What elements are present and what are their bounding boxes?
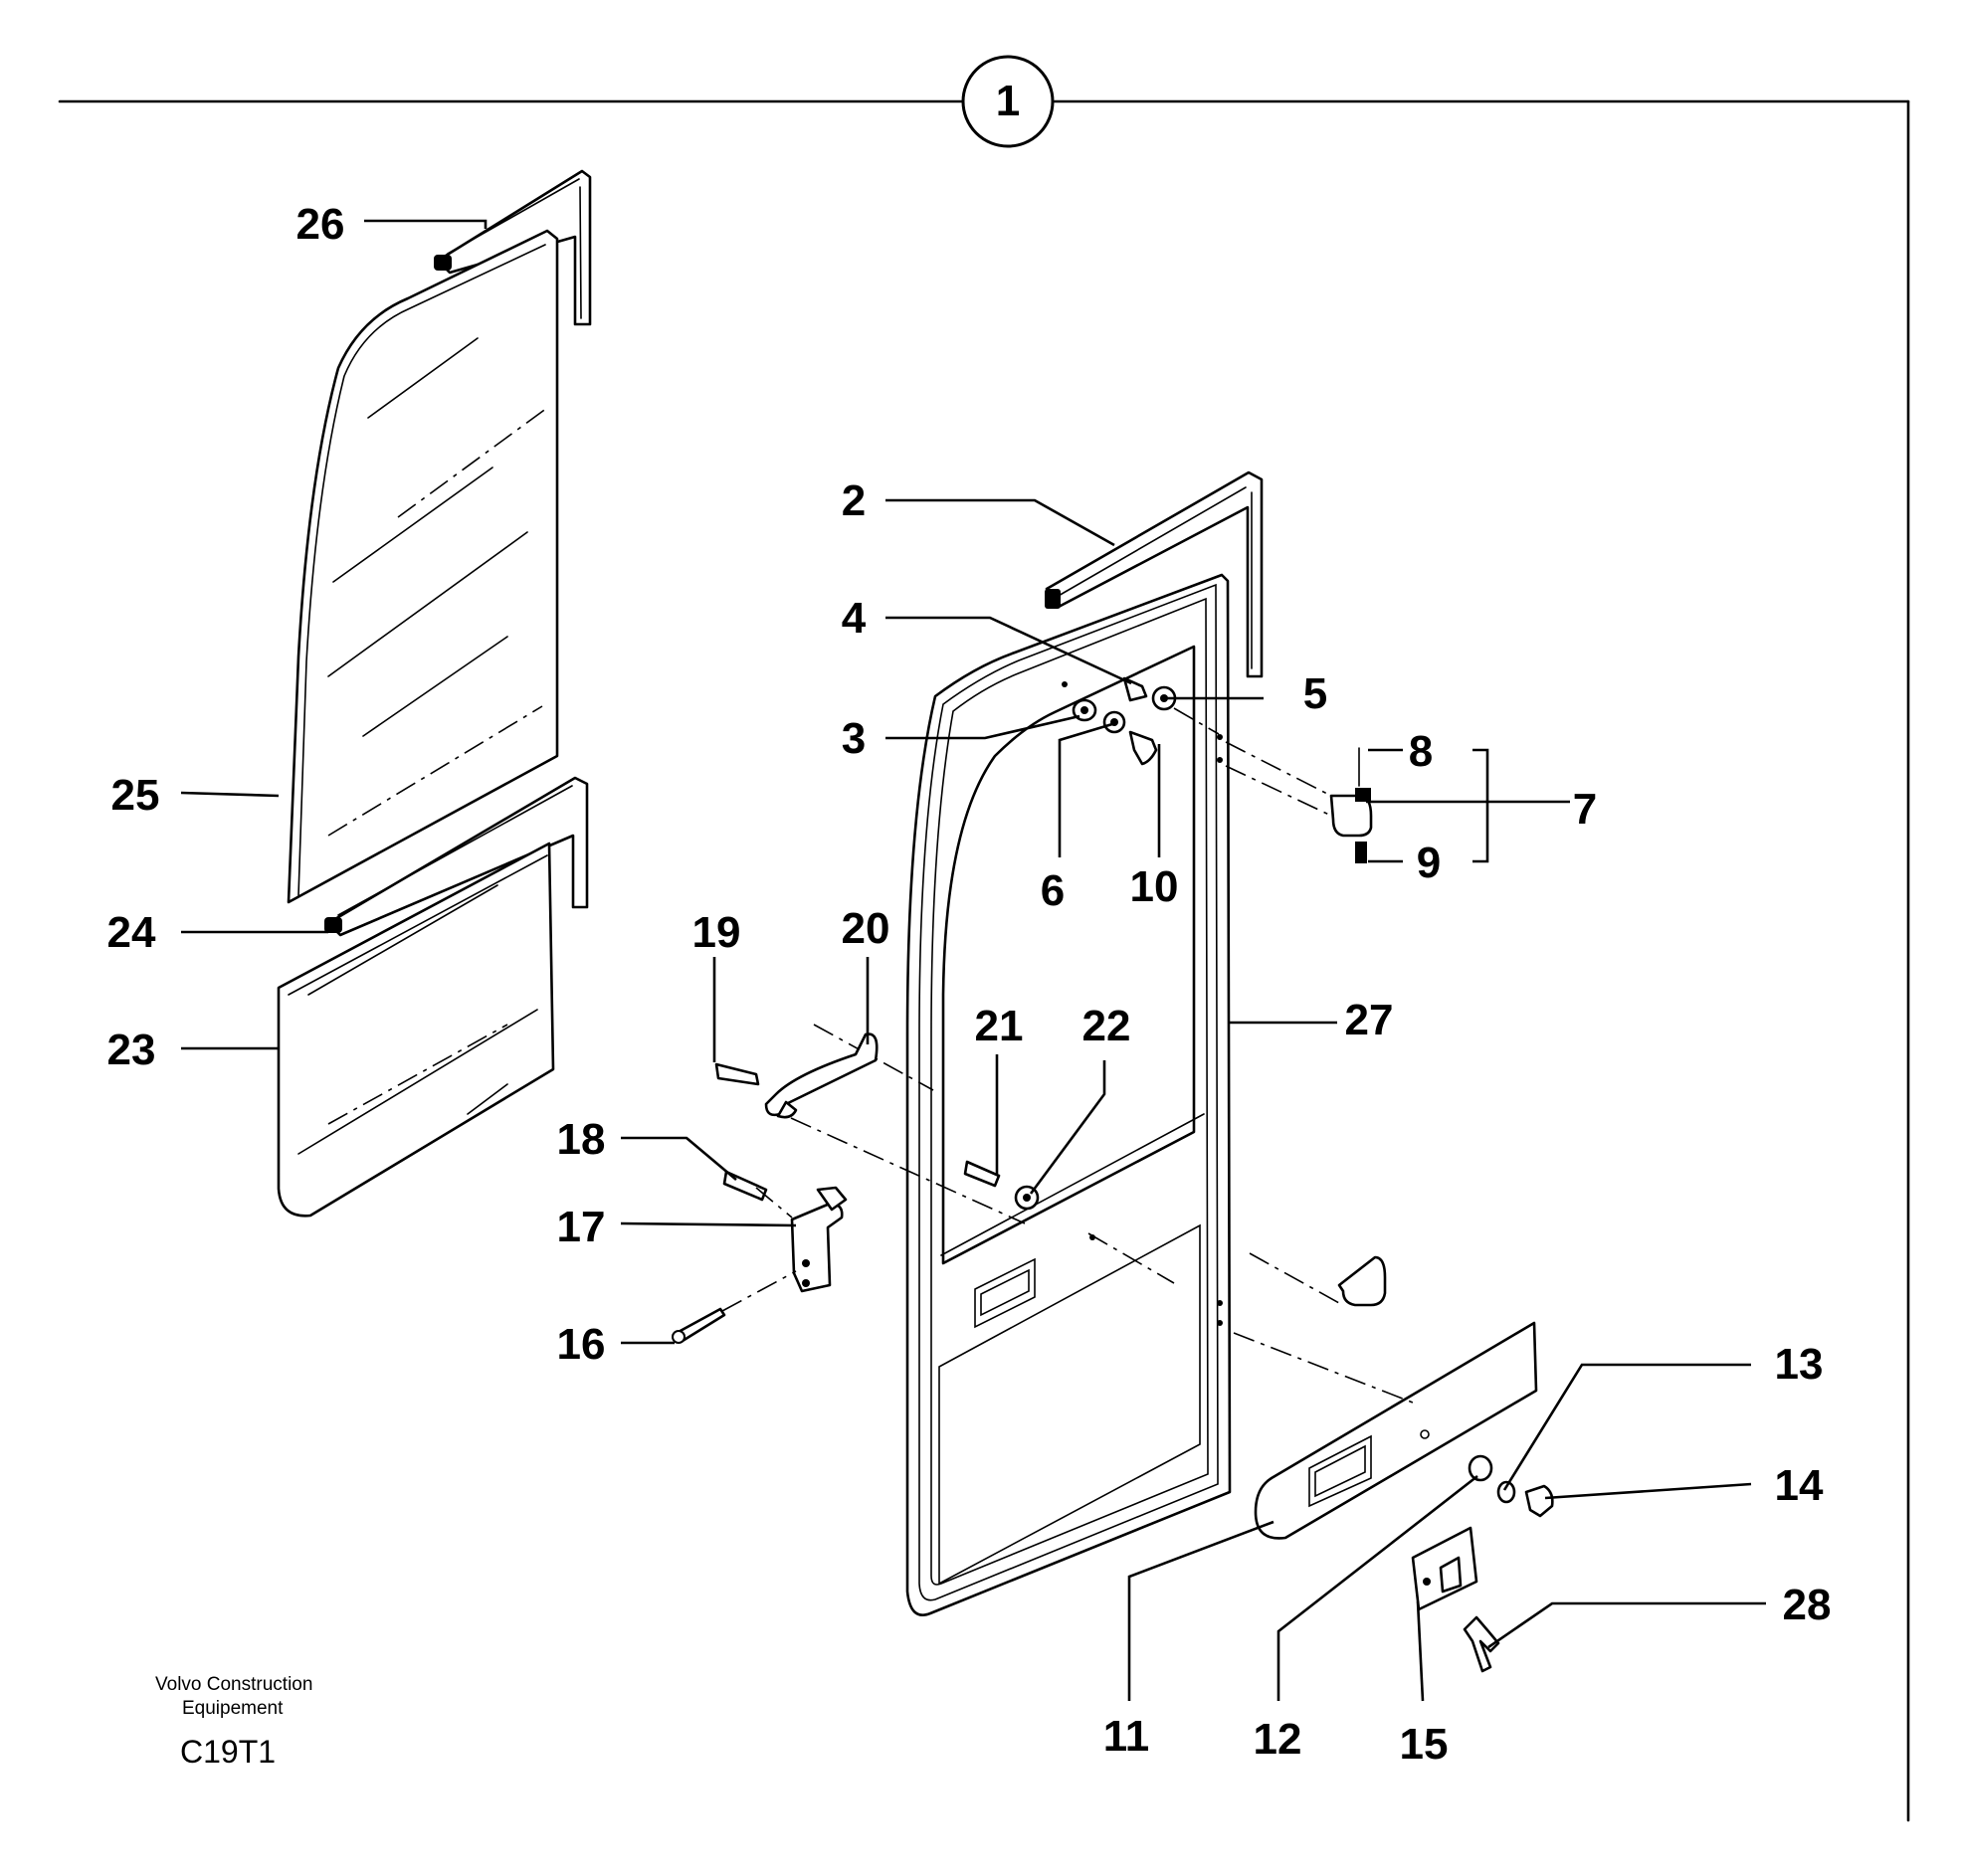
callout-8: 8 [1409, 727, 1433, 776]
callout-4: 4 [842, 594, 867, 643]
brand-line-2: Equipement [182, 1698, 284, 1719]
callout-20: 20 [842, 904, 890, 953]
striker-hardware [963, 1160, 1040, 1211]
callout-18: 18 [557, 1115, 606, 1164]
callout-25: 25 [111, 771, 160, 820]
door-frame [905, 573, 1232, 1616]
callout-21: 21 [975, 1002, 1024, 1050]
brand-line-1: Volvo Construction [155, 1674, 313, 1695]
lock-assembly [672, 1170, 848, 1344]
callout-14: 14 [1775, 1461, 1824, 1510]
callout-5: 5 [1303, 669, 1327, 718]
callout-6: 6 [1041, 866, 1065, 915]
callout-27: 27 [1345, 996, 1394, 1044]
inner-handle [714, 1024, 1026, 1224]
callout-labels: 2 3 4 5 6 7 8 9 10 11 12 13 14 15 16 17 … [107, 200, 1832, 1769]
outer-handle [1411, 1526, 1478, 1611]
callout-2: 2 [842, 476, 866, 525]
figure-code: C19T1 [180, 1734, 277, 1770]
callout-15: 15 [1400, 1720, 1449, 1769]
callout-19: 19 [692, 908, 741, 957]
lock-cylinder-parts [1468, 1454, 1554, 1518]
callout-3: 3 [842, 714, 866, 763]
callout-12: 12 [1254, 1715, 1302, 1764]
hinge-assembly [1225, 741, 1387, 1307]
section-number: 1 [996, 77, 1020, 125]
outer-handle-plate [1233, 1321, 1538, 1540]
callout-22: 22 [1082, 1002, 1131, 1050]
callout-24: 24 [107, 908, 156, 957]
middle-window-seal [324, 776, 589, 937]
door-top-seal [1045, 470, 1264, 678]
callout-23: 23 [107, 1026, 156, 1074]
key [1463, 1615, 1500, 1673]
callout-7: 7 [1573, 785, 1597, 834]
upper-window-glass [287, 229, 559, 904]
callout-26: 26 [296, 200, 345, 249]
leader-lines [180, 219, 1766, 1702]
callout-10: 10 [1130, 862, 1179, 911]
lower-window-glass [277, 842, 555, 1218]
section-marker: 1 [961, 55, 1055, 148]
callout-11: 11 [1103, 1712, 1150, 1761]
callout-9: 9 [1417, 839, 1441, 887]
callout-16: 16 [557, 1320, 606, 1369]
callout-28: 28 [1783, 1581, 1832, 1629]
callout-13: 13 [1775, 1340, 1824, 1389]
frame [58, 99, 1910, 1822]
callout-17: 17 [557, 1203, 606, 1251]
